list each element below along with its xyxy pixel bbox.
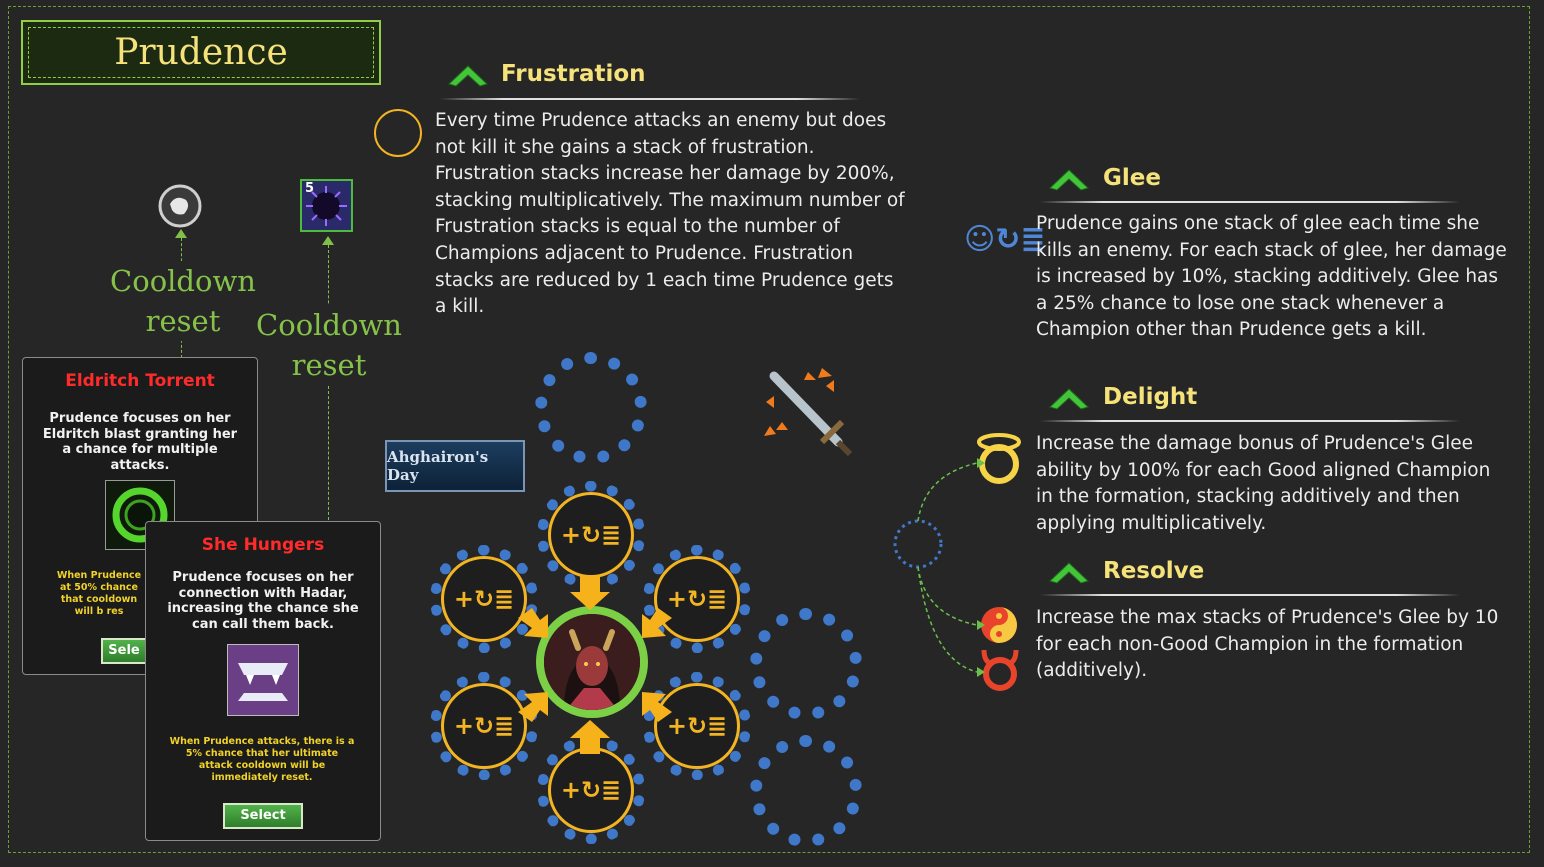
champion-name: Prudence	[28, 27, 374, 78]
card-note: When Prudence attacks, there is a 5% cha…	[169, 736, 355, 783]
card-note-partial: When Prudence at 50% chance that cooldow…	[56, 570, 142, 617]
yin-yang-icon	[980, 606, 1018, 644]
glee-stack-icon: ☺↻≣	[964, 222, 1046, 257]
connector-right	[328, 245, 329, 525]
infographic-frame	[8, 6, 1530, 853]
chevron-up-icon	[1049, 562, 1089, 584]
ability-text-delight: Increase the damage bonus of Prudence's …	[1036, 433, 1491, 534]
prudence-portrait-icon	[544, 614, 640, 710]
formation-slot[interactable]: +↻≣	[654, 556, 740, 642]
specialization-card-eldritch-torrent: Eldritch Torrent Prudence focuses on her…	[22, 357, 258, 675]
event-banner-text: Ahghairon's Day	[387, 448, 489, 484]
ability-text-glee: Prudence gains one stack of glee each ti…	[1036, 213, 1507, 341]
cooldown-arrow-right	[322, 236, 334, 245]
fangs-icon	[227, 644, 299, 716]
champion-title-box: Prudence	[21, 20, 381, 85]
horns-icon	[978, 646, 1022, 692]
formation-empty-slot[interactable]	[535, 352, 647, 464]
formation-slot-ring	[430, 672, 538, 780]
sword-icon	[760, 366, 856, 458]
ability-text-resolve: Increase the max stacks of Prudence's Gl…	[1036, 607, 1499, 682]
divider	[1040, 420, 1460, 422]
formation-slot-ring	[430, 545, 538, 653]
formation-slot[interactable]: +↻≣	[441, 556, 527, 642]
cooldown-reset-label-right: Cooldown reset	[249, 305, 409, 385]
ability-title-resolve: Resolve	[1103, 558, 1205, 584]
ability-text-frustration: Every time Prudence attacks an enemy but…	[435, 110, 905, 318]
divider	[1040, 594, 1460, 596]
card-title: She Hungers	[201, 535, 325, 555]
select-button-she-hungers[interactable]: Select	[223, 803, 303, 829]
formation-slot-ring	[643, 672, 751, 780]
formation-empty-slot[interactable]	[750, 608, 862, 720]
skill-level-badge: 5	[305, 181, 315, 196]
cooldown-label-line: Cooldown	[110, 264, 256, 298]
champion-portrait[interactable]	[536, 606, 648, 718]
formation-empty-slot[interactable]	[750, 735, 862, 847]
formation-slot[interactable]: +↻≣	[441, 683, 527, 769]
chevron-up-icon	[1049, 169, 1089, 191]
ability-title-glee: Glee	[1103, 165, 1161, 191]
frustration-ring-icon	[374, 109, 422, 157]
cooldown-label-line: reset	[291, 348, 367, 382]
formation-adjacency-arrows	[518, 576, 672, 754]
card-description: Prudence focuses on her Eldritch blast g…	[42, 411, 238, 473]
formation-slot-ring	[643, 545, 751, 653]
card-title: Eldritch Torrent	[65, 371, 215, 391]
shadow-burst-icon: 5	[300, 179, 353, 232]
specialization-card-she-hungers: She Hungers Prudence focuses on her conn…	[145, 521, 381, 841]
ability-title-frustration: Frustration	[501, 61, 646, 87]
formation-slot[interactable]: +↻≣	[654, 683, 740, 769]
chevron-up-icon	[448, 65, 488, 87]
event-banner: Ahghairon's Day	[385, 440, 525, 492]
orb-icon	[158, 184, 202, 228]
upgrade-tree-connectors	[893, 458, 985, 677]
cooldown-label-line: Cooldown	[256, 308, 402, 342]
divider	[1040, 201, 1460, 203]
ability-title-delight: Delight	[1103, 384, 1198, 410]
card-description: Prudence focuses on her connection with …	[167, 570, 359, 632]
cooldown-arrow-left	[175, 229, 187, 238]
select-button-eldritch[interactable]: Sele	[101, 638, 147, 664]
cooldown-label-line: reset	[145, 304, 221, 338]
divider	[440, 98, 860, 100]
chevron-up-icon	[1049, 388, 1089, 410]
cooldown-reset-label-left: Cooldown reset	[103, 261, 263, 341]
formation-slot[interactable]: +↻≣	[548, 492, 634, 578]
